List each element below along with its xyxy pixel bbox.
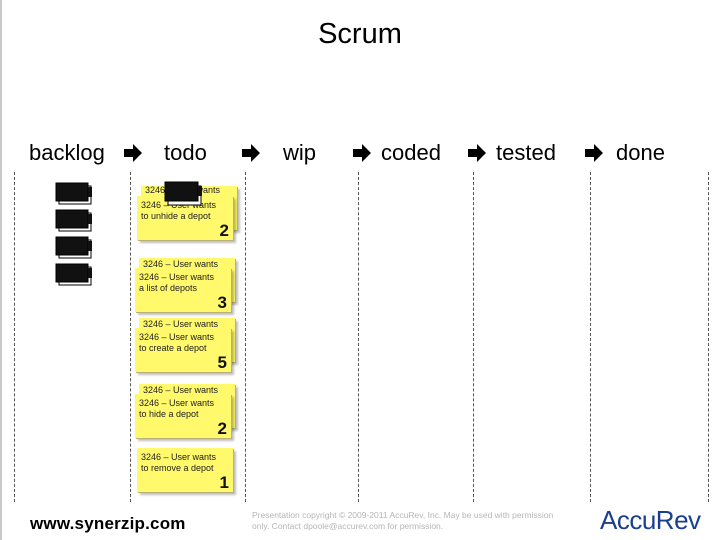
story-points: 5 — [217, 353, 227, 372]
column-header-done: done — [616, 140, 665, 165]
accurev-logo: AccuRev — [600, 505, 701, 535]
backlog-card-icon[interactable] — [55, 263, 93, 287]
story-header-back: 3246 – User wants — [143, 259, 219, 269]
slide-border — [0, 0, 2, 540]
story-points: 3 — [217, 293, 227, 312]
story-id-line: 3246 – User wants — [139, 398, 215, 408]
story-text: to remove a depot — [141, 463, 214, 473]
column-divider — [473, 172, 475, 502]
backlog-card-icon[interactable] — [55, 209, 93, 233]
story-note[interactable]: 3246 – User wants a list of depots 3 — [135, 268, 231, 312]
arrow-right-icon — [353, 144, 371, 162]
footer-url[interactable]: www.synerzip.com — [30, 514, 186, 533]
column-divider — [358, 172, 360, 502]
arrow-right-icon — [242, 144, 260, 162]
story-text: to hide a depot — [139, 409, 199, 419]
column-divider — [130, 172, 132, 502]
arrow-right-icon — [124, 144, 142, 162]
task-card-icon[interactable] — [164, 181, 204, 207]
story-text: to create a depot — [139, 343, 207, 353]
story-points: 1 — [219, 473, 229, 492]
story-points: 2 — [219, 221, 229, 240]
column-divider — [590, 172, 592, 502]
story-points: 2 — [217, 419, 227, 438]
story-header-back: 3246 – User wants — [143, 385, 219, 395]
arrow-right-icon — [468, 144, 486, 162]
story-header-back: 3246 – User wants — [143, 319, 219, 329]
slide-title: Scrum — [318, 18, 402, 50]
story-note[interactable]: 3246 – User wants to remove a depot 1 — [137, 448, 233, 492]
column-header-wip: wip — [283, 140, 317, 165]
column-header-tested: tested — [496, 140, 556, 165]
column-header-todo: todo — [164, 140, 207, 165]
column-header-coded: coded — [381, 140, 441, 165]
backlog-card-icon[interactable] — [55, 182, 93, 206]
backlog-card-icon[interactable] — [55, 236, 93, 260]
story-note[interactable]: 3246 – User wants to create a depot 5 — [135, 328, 231, 372]
column-divider — [14, 172, 16, 502]
story-id-line: 3246 – User wants — [139, 272, 215, 282]
story-id-line: 3246 – User wants — [139, 332, 215, 342]
story-note[interactable]: 3246 – User wants to hide a depot 2 — [135, 394, 231, 438]
story-text: to unhide a depot — [141, 211, 211, 221]
column-header-backlog: backlog — [29, 140, 105, 165]
story-id-line: 3246 – User wants — [141, 452, 217, 462]
column-divider — [245, 172, 247, 502]
copyright-text: Presentation copyright © 2009-2011 AccuR… — [252, 510, 554, 531]
story-text: a list of depots — [139, 283, 198, 293]
arrow-right-icon — [585, 144, 603, 162]
column-divider — [708, 172, 710, 502]
